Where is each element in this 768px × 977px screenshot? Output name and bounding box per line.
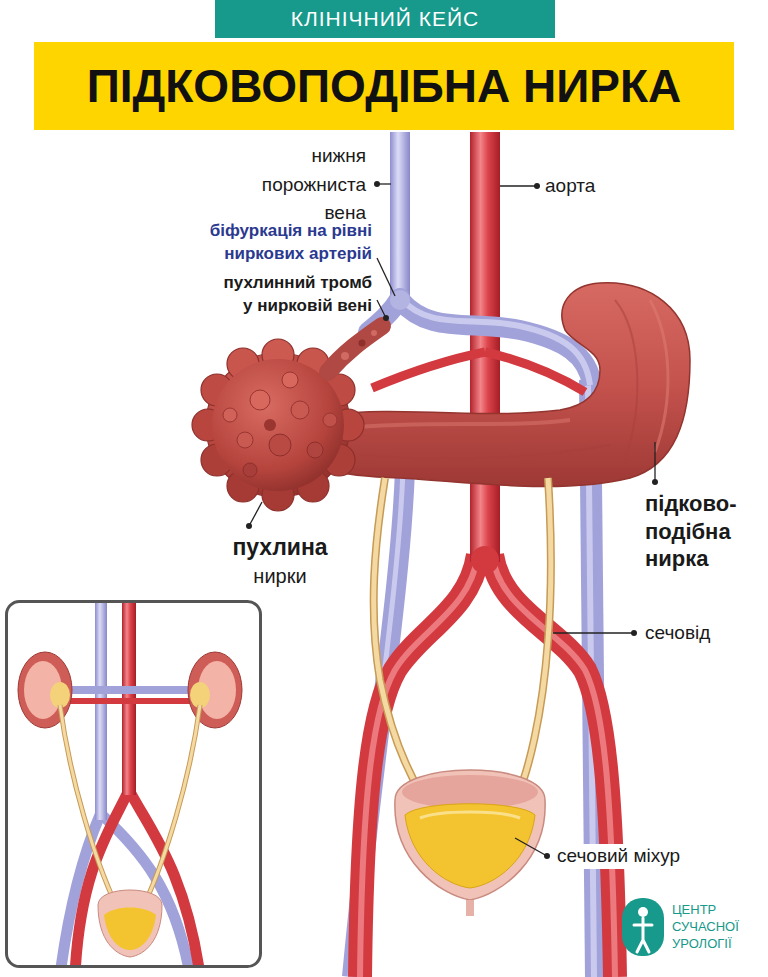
leader-lines-part	[383, 315, 389, 321]
normal-anatomy-inset-part	[98, 890, 162, 957]
kidney-tumor-part	[323, 413, 337, 427]
aorta-part	[492, 555, 615, 977]
kidney-tumor-part	[307, 442, 323, 458]
part-label: сечовий міхур	[554, 844, 683, 869]
horseshoe-kidney-part	[360, 445, 610, 458]
inferior-vena-cava-part	[390, 132, 410, 304]
ureters-part	[518, 478, 551, 795]
horseshoe-kidney-part	[330, 283, 690, 487]
clinic-logo-icon-part	[622, 898, 664, 956]
ureters-part	[518, 478, 551, 795]
tumor-thrombus-part	[359, 340, 366, 347]
leader-lines-part	[553, 632, 634, 633]
leader-lines-part	[249, 502, 262, 526]
ureters	[374, 478, 551, 795]
part-label: пухлина нирки	[225, 533, 335, 589]
kidney-tumor-part	[237, 432, 253, 448]
clinic-logo-icon	[622, 898, 664, 956]
title-band: ПІДКОВОПОДІБНА НИРКА	[34, 42, 734, 130]
urinary-bladder-part	[420, 812, 520, 818]
horseshoe-kidney-part	[615, 300, 637, 460]
leader-lines-part	[377, 258, 395, 296]
horseshoe-kidney-part	[345, 420, 570, 428]
normal-anatomy-inset-part	[144, 705, 200, 905]
normal-anatomy-inset	[18, 602, 242, 967]
leader-lines-part	[654, 442, 655, 482]
horseshoe-kidney	[330, 283, 690, 487]
clinic-logo-icon-part	[638, 907, 648, 917]
part-label: пухлинний тромб у нирковій вені	[217, 272, 372, 318]
inferior-vena-cava	[368, 132, 592, 385]
kidney-tumor-part	[243, 463, 257, 477]
normal-anatomy-inset-part	[50, 682, 70, 708]
vessel-label: нижня порожниста вена	[216, 142, 366, 228]
leader-lines-part	[515, 838, 547, 856]
renal-arteries-part	[372, 352, 485, 388]
leader-lines-part	[652, 479, 658, 485]
urinary-bladder-part	[395, 770, 545, 900]
tumor-thrombus-part	[341, 352, 349, 360]
urinary-bladder-part	[466, 900, 474, 916]
normal-anatomy-inset-part	[129, 698, 192, 704]
normal-anatomy-inset-part	[60, 705, 116, 905]
normal-anatomy-inset-part	[190, 682, 210, 708]
tumor-thrombus-part	[328, 326, 382, 372]
urinary-bladder-part	[405, 804, 535, 888]
vessel-label: аорта	[545, 174, 595, 199]
part-label: підково- подібна нирка	[645, 490, 757, 573]
case-banner: КЛІНІЧНИЙ КЕЙС	[215, 0, 555, 38]
normal-anatomy-inset-part	[95, 602, 107, 821]
aorta-part	[492, 555, 615, 977]
clinic-logo-icon-part	[634, 918, 652, 952]
ureters-part	[374, 478, 422, 795]
banner-text: КЛІНІЧНИЙ КЕЙС	[291, 7, 480, 31]
kidney-tumor-part	[291, 401, 309, 419]
horseshoe-kidney-part	[650, 300, 668, 452]
ureters-part	[374, 478, 422, 795]
leader-lines-part	[374, 181, 380, 187]
part-label: сечовід	[642, 621, 713, 646]
normal-anatomy-inset-part	[68, 698, 129, 704]
logo-text: ЦЕНТР СУЧАСНОЇ УРОЛОГІЇ	[672, 902, 758, 953]
normal-anatomy-inset-part	[104, 908, 156, 951]
renal-arteries	[372, 352, 585, 392]
leader-lines-part	[534, 183, 540, 189]
normal-anatomy-inset-part	[60, 705, 116, 905]
renal-arteries-part	[485, 352, 585, 392]
leader-lines-part	[377, 300, 386, 318]
tumor-thrombus	[328, 326, 382, 372]
kidney-tumor-part	[250, 390, 270, 410]
leader-lines-part	[631, 630, 637, 636]
note-label: біфуркація на рівні ниркових артерій	[172, 220, 372, 266]
normal-anatomy-inset-part	[101, 686, 194, 694]
kidney-tumor-part	[282, 372, 298, 388]
leader-lines-part	[500, 185, 537, 186]
leader-lines-part	[544, 853, 550, 859]
normal-anatomy-inset-part	[144, 705, 200, 905]
normal-anatomy-inset-part	[7, 602, 261, 967]
tumor-thrombus-part	[371, 330, 377, 336]
title-text: ПІДКОВОПОДІБНА НИРКА	[87, 59, 682, 113]
kidney-tumor-part	[269, 434, 291, 456]
aorta-part	[470, 132, 500, 562]
normal-anatomy-inset	[7, 600, 261, 975]
kidney-tumor-part	[223, 408, 237, 422]
kidney-tumor-part	[264, 419, 276, 431]
leader-lines-part	[246, 523, 252, 529]
aorta-part	[471, 546, 499, 574]
